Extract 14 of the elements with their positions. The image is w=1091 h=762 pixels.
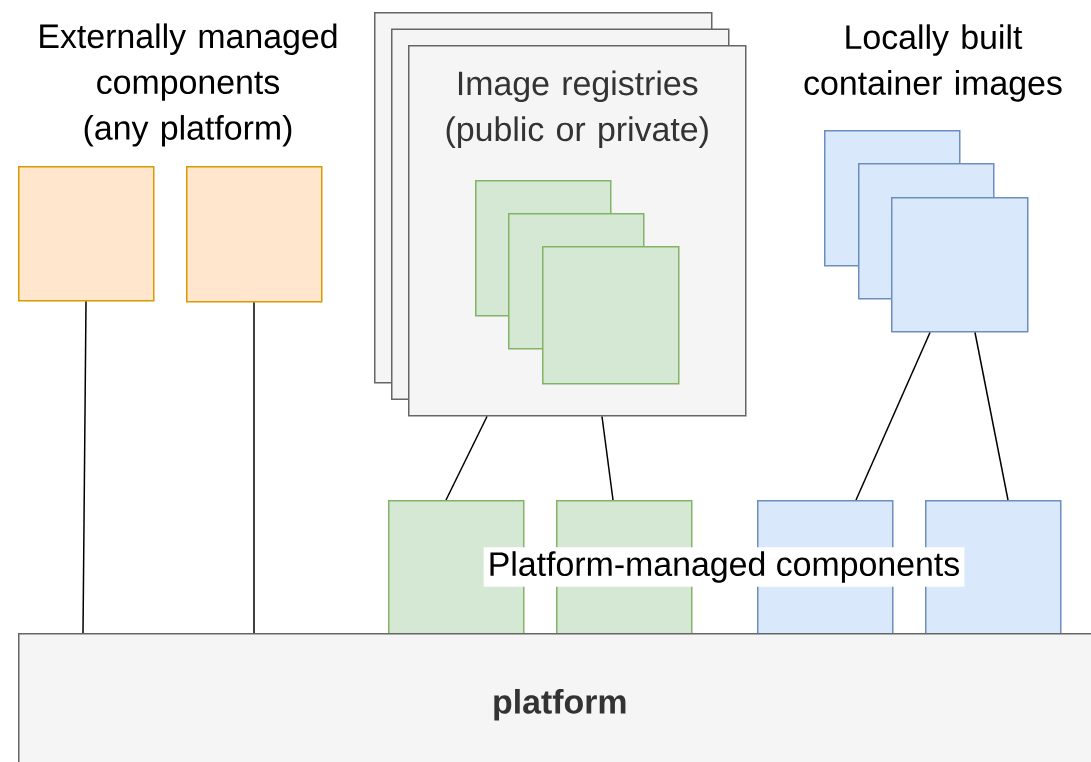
- connector-line: [82, 300, 87, 634]
- text-label: Externally managed components (any platform): [40, 23, 337, 147]
- box: [18, 166, 155, 302]
- box: [891, 197, 1029, 333]
- box: [186, 166, 323, 303]
- connector-line: [974, 331, 1009, 501]
- platform-box: platform: [18, 633, 1091, 762]
- connector-line: [855, 331, 931, 501]
- connector-line: [253, 301, 255, 634]
- text-label: Locally built container images: [804, 24, 1062, 102]
- connector-line: [601, 415, 614, 501]
- text-label: Platform-managed components: [483, 547, 965, 587]
- connector-line: [445, 415, 488, 501]
- box: [542, 246, 680, 385]
